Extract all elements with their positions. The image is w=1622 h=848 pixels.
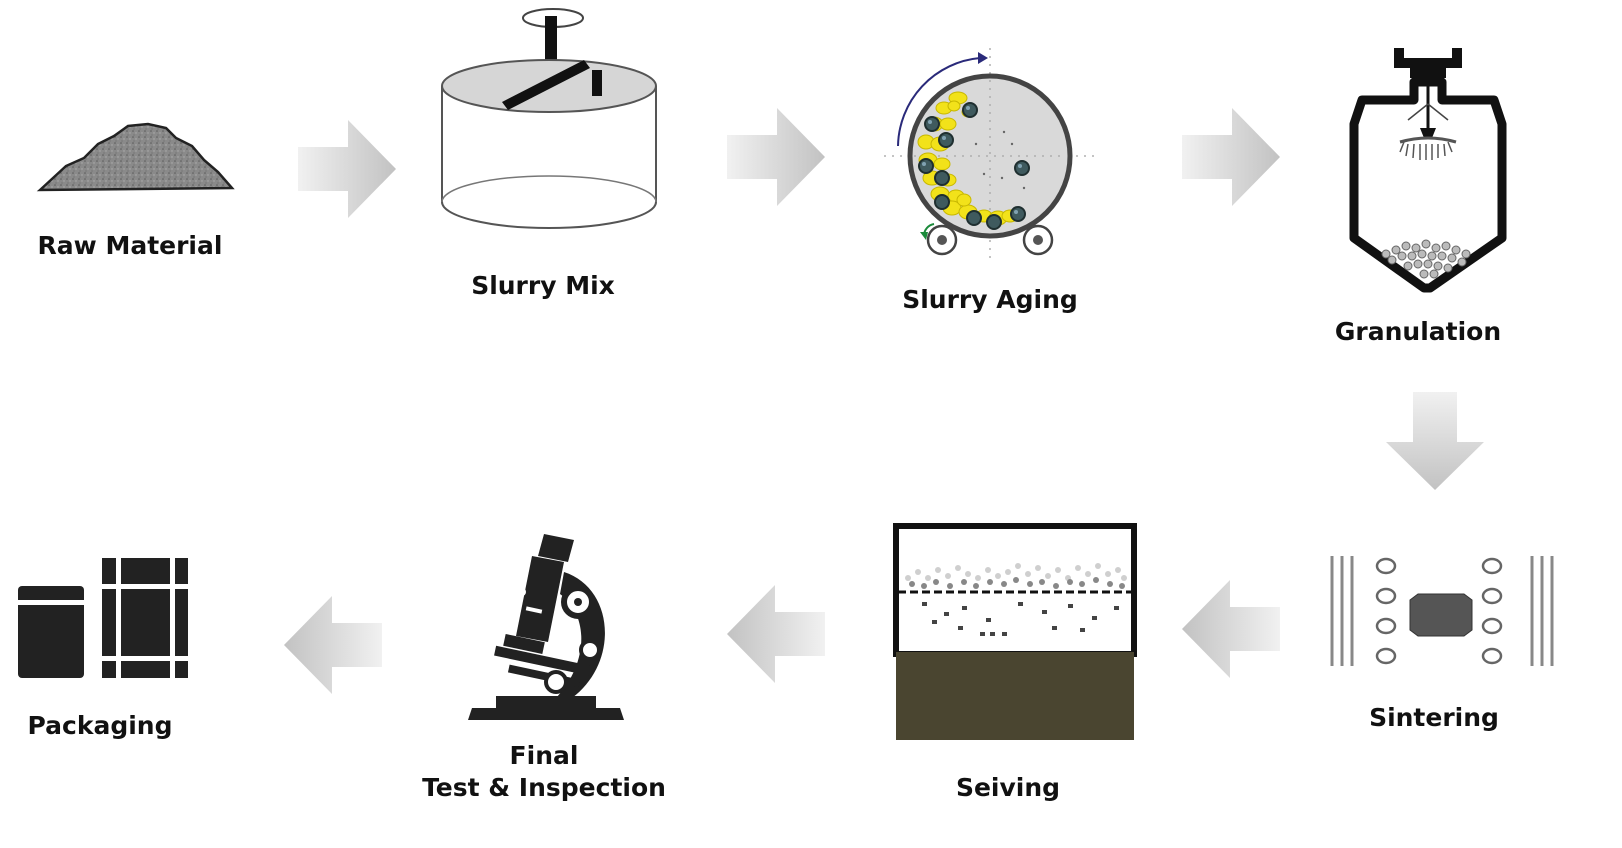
seiving-label: Seiving bbox=[955, 773, 1061, 802]
slurry-aging-label: Slurry Aging bbox=[902, 285, 1078, 314]
arrow-seiving-to-final-test bbox=[727, 585, 825, 683]
final-test-label-line2: Test & Inspection bbox=[422, 773, 666, 802]
granulation-label: Granulation bbox=[1334, 317, 1502, 346]
ball-mill-icon bbox=[884, 48, 1096, 260]
arrow-aging-to-granulation bbox=[1182, 108, 1280, 206]
arrow-slurry-mix-to-aging bbox=[727, 108, 825, 206]
mixing-tank-icon bbox=[441, 8, 657, 229]
raw-material-label: Raw Material bbox=[37, 231, 223, 260]
sieve-icon bbox=[893, 523, 1137, 740]
spray-dryer-icon bbox=[1349, 48, 1507, 293]
furnace-icon bbox=[1330, 556, 1554, 666]
arrow-sintering-to-seiving bbox=[1182, 580, 1280, 678]
arrow-granulation-to-sintering bbox=[1386, 392, 1484, 490]
powder-pile-icon bbox=[36, 122, 235, 192]
packaging-label: Packaging bbox=[27, 711, 173, 740]
final-test-label: Final Test & Inspection bbox=[394, 740, 694, 804]
microscope-icon bbox=[468, 534, 624, 720]
sintering-label: Sintering bbox=[1369, 703, 1499, 732]
boxes-icon bbox=[18, 558, 188, 678]
arrow-final-test-to-packaging bbox=[284, 596, 382, 694]
slurry-mix-label: Slurry Mix bbox=[471, 271, 615, 300]
final-test-label-line1: Final bbox=[509, 741, 579, 770]
arrow-raw-to-slurry-mix bbox=[298, 120, 396, 218]
